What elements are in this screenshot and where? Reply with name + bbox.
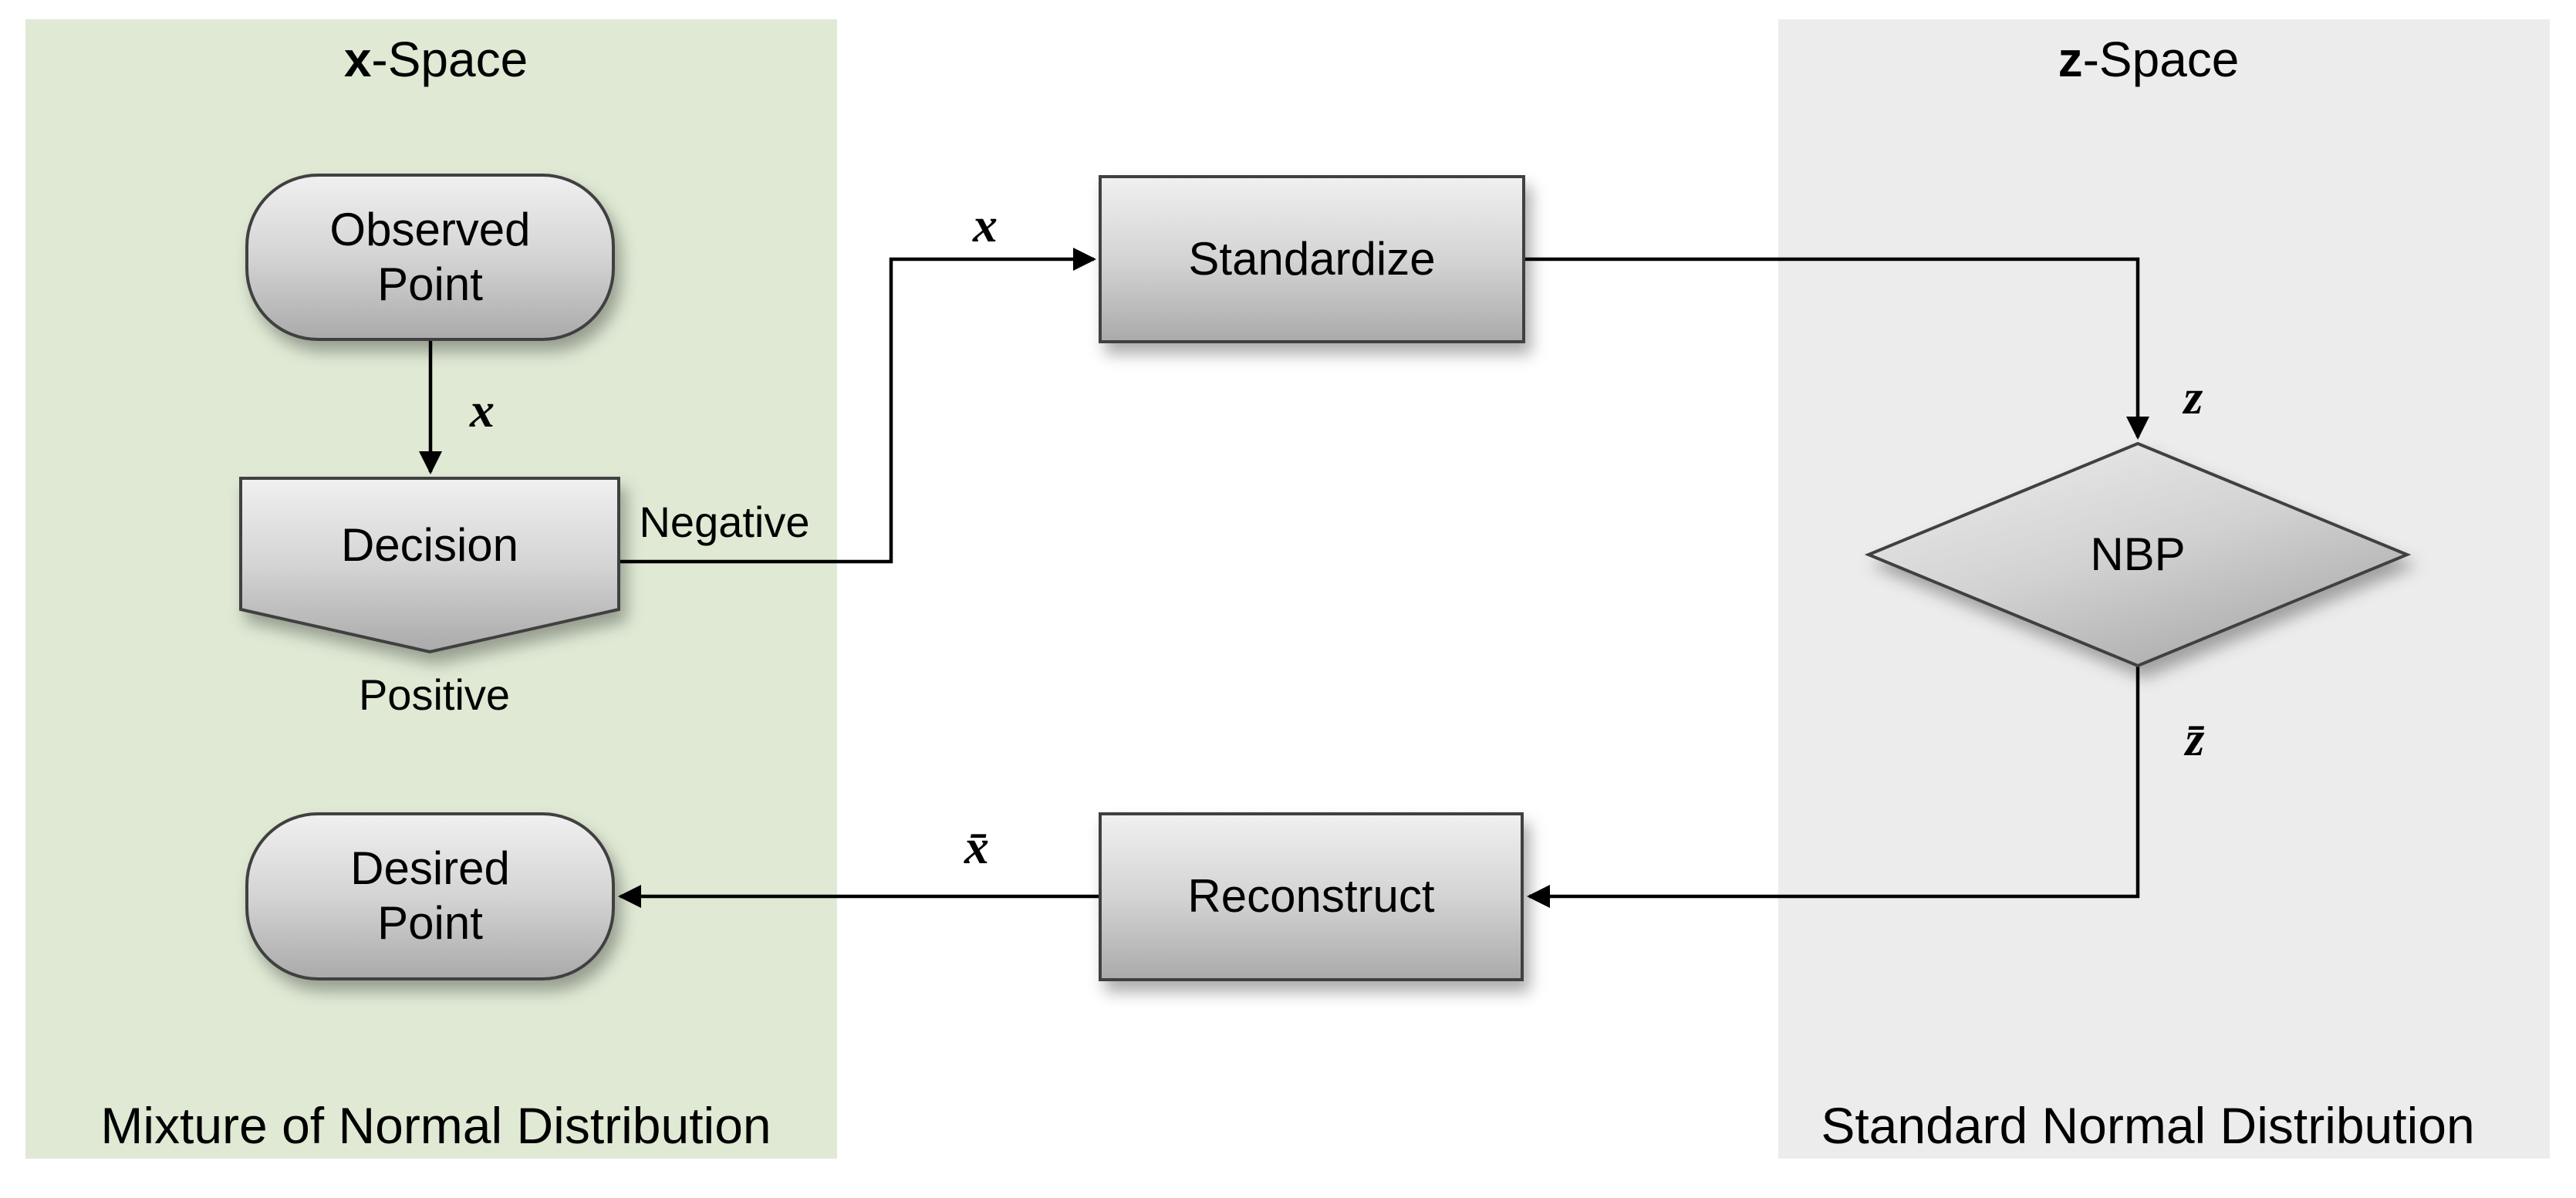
x-space-title: x-Space bbox=[282, 34, 590, 85]
z-space-title: z-Space bbox=[1994, 34, 2303, 85]
x-space-title-bold: x bbox=[343, 32, 372, 87]
decision-label: Decision bbox=[340, 519, 519, 572]
x-space-caption: Mixture of Normal Distribution bbox=[100, 1097, 771, 1154]
desired-point-shape bbox=[245, 812, 615, 980]
edge-label-x-to-standardize: x bbox=[973, 197, 998, 252]
desired-point-label: Desired Point bbox=[350, 842, 510, 949]
nbp-label: NBP bbox=[2090, 528, 2186, 580]
z-space-caption: Standard Normal Distribution bbox=[1821, 1097, 2475, 1154]
edge-label-z-bar: z̄ bbox=[2185, 711, 2205, 766]
positive-branch-label: Positive bbox=[358, 670, 511, 719]
z-space-title-bold: z bbox=[2058, 32, 2083, 87]
connector-negative-to-standardize bbox=[619, 248, 1096, 564]
connector-standardize-to-nbp bbox=[1524, 257, 2149, 440]
connector-nbp-to-reconstruct bbox=[1527, 666, 2140, 908]
decision-shape bbox=[239, 477, 620, 654]
edge-label-x-to-decision: x bbox=[470, 383, 495, 437]
observed-point-label: Observed Point bbox=[329, 203, 531, 310]
standardize-shape bbox=[1099, 175, 1525, 343]
edge-label-x-bar: x̄ bbox=[964, 819, 989, 874]
edge-label-z: z bbox=[2183, 370, 2203, 424]
negative-branch-label: Negative bbox=[639, 498, 810, 546]
observed-point-shape bbox=[245, 174, 615, 341]
reconstruct-label: Reconstruct bbox=[1187, 870, 1435, 923]
reconstruct-shape bbox=[1099, 812, 1524, 981]
standardize-label: Standardize bbox=[1188, 232, 1436, 285]
nbp-diamond-shape bbox=[1864, 441, 2412, 668]
x-space-title-rest: -Space bbox=[371, 32, 528, 87]
z-space-title-rest: -Space bbox=[2082, 32, 2240, 87]
